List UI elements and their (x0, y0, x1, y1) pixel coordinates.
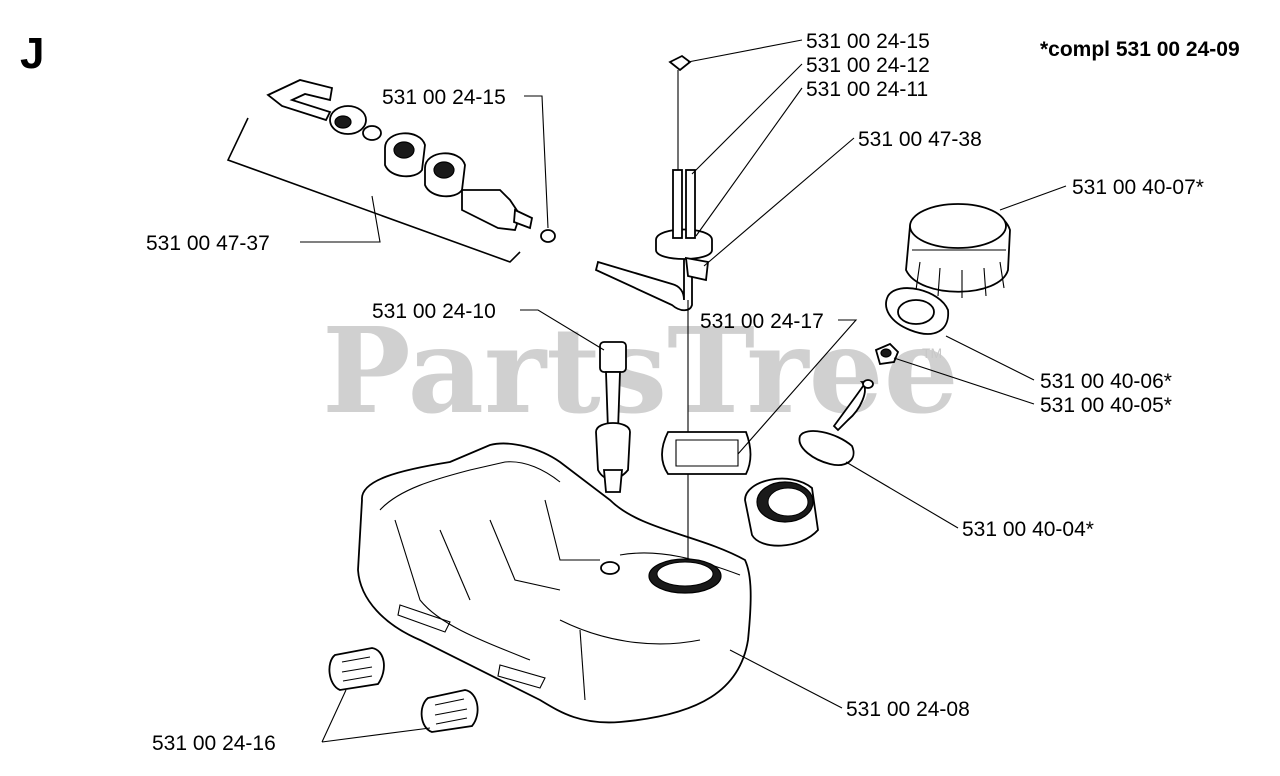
rubber-buffer-lower[interactable] (420, 689, 479, 733)
watermark-trademark: TM (922, 345, 942, 361)
label-fuel-pickup: 531 00 24-10 (372, 300, 496, 323)
leader-lines (300, 39, 1067, 743)
label-rubber-buffer: 531 00 24-16 (152, 732, 276, 755)
filter-assembly-bracket (226, 117, 521, 263)
cap-retainer[interactable] (874, 342, 900, 366)
label-tube: 531 00 24-11 (806, 78, 928, 101)
vent-valve[interactable] (655, 169, 713, 282)
cap-gasket[interactable] (885, 287, 949, 335)
cap-strap[interactable] (798, 379, 874, 466)
label-retainer: 531 00 40-05* (1040, 394, 1172, 417)
fuel-cap[interactable] (905, 203, 1011, 298)
complete-kit-note: *compl 531 00 24-09 (1040, 38, 1240, 61)
filler-neck (744, 477, 819, 547)
label-fuel-line-clip: 531 00 24-15 (382, 86, 506, 109)
tank-pickup-hole (600, 561, 620, 575)
label-fuel-cap: 531 00 40-07* (1072, 176, 1204, 199)
rubber-buffer-upper[interactable] (328, 647, 385, 691)
tube-clip[interactable] (668, 54, 692, 72)
label-fuel-tank: 531 00 24-08 (846, 698, 970, 721)
label-grommet-tube: 531 00 24-12 (806, 54, 930, 77)
label-cushion: 531 00 24-17 (700, 310, 824, 333)
fuel-filter-assembly[interactable] (266, 79, 534, 231)
label-vent-valve: 531 00 47-38 (858, 128, 982, 151)
section-letter: J (20, 29, 44, 78)
label-strap: 531 00 40-04* (962, 518, 1094, 541)
fuel-tank[interactable] (357, 442, 752, 724)
label-filter-assembly: 531 00 47-37 (146, 232, 270, 255)
fuel-line-clip[interactable] (540, 229, 556, 243)
tank-cushion[interactable] (661, 431, 752, 475)
label-cap-gasket: 531 00 40-06* (1040, 370, 1172, 393)
label-tube-clip: 531 00 24-15 (806, 30, 930, 53)
fuel-pickup[interactable] (595, 341, 631, 493)
